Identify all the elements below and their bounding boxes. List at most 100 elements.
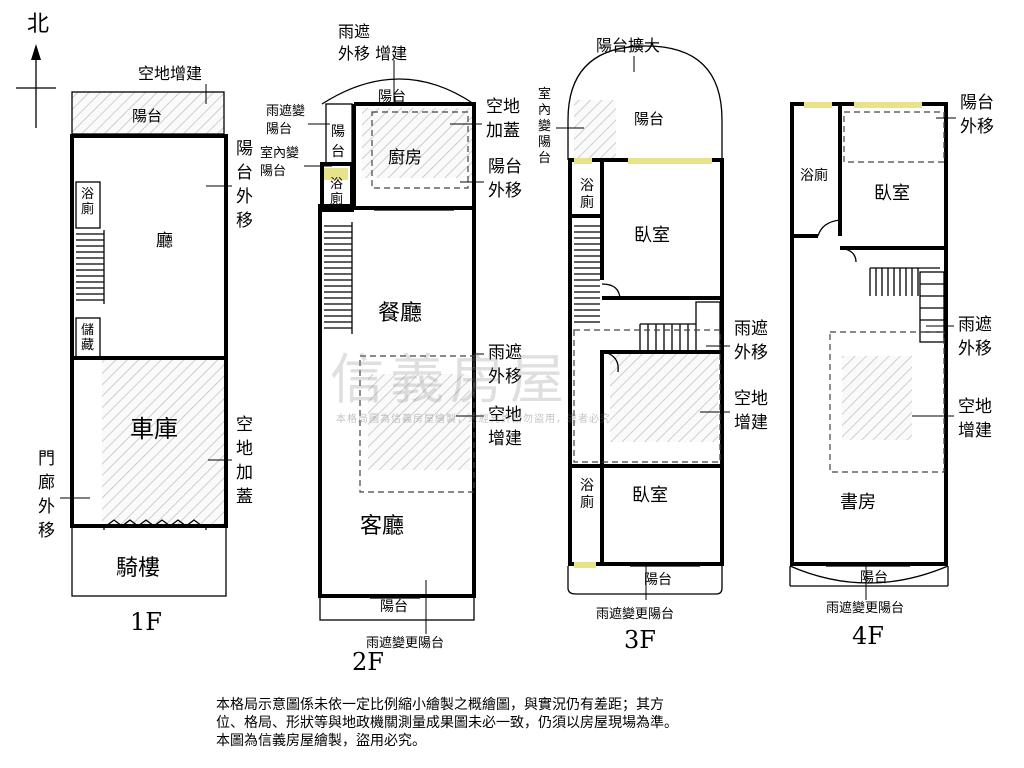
- room-bath-2f: 浴廁: [330, 177, 343, 207]
- room-bath-4f: 浴廁: [800, 167, 828, 184]
- ann-rain-out2-2f-line: 雨遮: [488, 343, 522, 363]
- ann-indoor-balcony-3f-line: 台: [538, 151, 551, 166]
- room-balcony-side-2f: 陽台: [331, 124, 345, 160]
- ann-yard-build-4f-line: 空地: [958, 397, 992, 417]
- ann-yard-cover-1f-line: 地: [236, 439, 253, 459]
- ann-yard-build-2f: 空地增建: [488, 405, 522, 449]
- room-balcony-bottom-3f: 陽台: [644, 572, 672, 588]
- ann-porch-out-1f-line: 外: [38, 497, 55, 517]
- room-balcony-1f: 陽台: [132, 107, 162, 125]
- room-balcony-4f: 陽台: [860, 570, 888, 586]
- ann-yard-build-2f-line: 空地: [488, 405, 522, 425]
- room-storage-1f-line: 藏: [81, 338, 94, 353]
- ann-balcony-out-1f-line: 台: [236, 163, 253, 183]
- floor-label-4f: 4F: [852, 622, 884, 650]
- room-bath-2f-line: 廁: [330, 191, 343, 207]
- stairs-3f: [574, 225, 721, 353]
- room-storage-1f: 儲藏: [81, 323, 94, 353]
- room-balcony-top-2f: 陽台: [378, 89, 406, 105]
- ann-yard-build-3f: 空地增建: [734, 389, 768, 433]
- ann-yard-cover-2f-line: 加蓋: [486, 121, 520, 141]
- compass-label: 北: [27, 12, 49, 37]
- room-study-4f: 書房: [840, 492, 876, 513]
- ann-porch-out-1f-line: 移: [38, 521, 55, 541]
- ann-balcony-out-2f-line: 外移: [488, 181, 522, 201]
- room-living-1f: 廳: [156, 231, 173, 251]
- disclaimer-line-1: 本格局示意圖係未依一定比例縮小繪製之概繪圖，與實況仍有差距；其方: [216, 697, 664, 713]
- ann-yard-build-3f-line: 空地: [734, 389, 768, 409]
- room-dining-2f: 餐廳: [378, 301, 422, 326]
- room-balcony-side-2f-line: 台: [331, 144, 345, 160]
- room-bath2-3f: 浴廁: [580, 478, 594, 511]
- ann-indoor-balcony-2f-line: 室內變: [260, 145, 299, 161]
- room-bath1-3f-line: 浴: [580, 178, 594, 194]
- room-bath-2f-line: 浴: [330, 177, 343, 192]
- ann-indoor-balcony-3f-line: 室: [538, 86, 551, 102]
- room-bath-1f-line: 廁: [81, 201, 94, 217]
- room-bath2-3f-line: 浴: [580, 478, 594, 494]
- ann-yard-build-4f-line: 增建: [958, 421, 992, 441]
- room-bedroom2-3f: 臥室: [632, 485, 668, 506]
- ann-indoor-balcony-3f-line: 內: [538, 103, 551, 118]
- ann-rain-to-balcony-3f: 雨遮變更陽台: [596, 606, 674, 622]
- ann-balcony-out-4f-line: 陽台: [960, 93, 994, 113]
- ann-indoor-balcony-3f-line: 變: [538, 118, 551, 134]
- ann-balcony-out-1f-line: 移: [236, 211, 253, 231]
- ann-yard-build-4f: 空地增建: [958, 397, 992, 441]
- ann-indoor-balcony-3f-line: 陽: [538, 135, 551, 150]
- room-bath1-3f-line: 廁: [580, 194, 594, 211]
- ann-balcony-out-2f-line: 陽台: [488, 157, 522, 177]
- ann-yard-build-2f-line: 增建: [488, 429, 522, 449]
- ann-rain-out-2f-line: 外移 增建: [338, 44, 407, 63]
- room-bath-1f-line: 浴: [81, 187, 94, 202]
- ann-indoor-balcony-2f-line: 陽台: [260, 164, 286, 179]
- room-balcony-bottom-2f: 陽台: [380, 599, 408, 615]
- ann-rain-out-4f-line: 外移: [958, 339, 992, 359]
- ann-rain-balcony-2f-line: 陽台: [266, 122, 292, 137]
- room-storage-1f-line: 儲: [81, 323, 94, 338]
- ann-rain-balcony-2f-line: 雨遮變: [266, 103, 305, 119]
- stairs-2f: [324, 222, 353, 334]
- ann-rain-out-4f-line: 雨遮: [958, 315, 992, 335]
- ann-rain-out-2f-line: 雨遮: [338, 22, 370, 41]
- stairs-4f: [869, 267, 945, 343]
- disclaimer: 本格局示意圖係未依一定比例縮小繪製之概繪圖，與實況仍有差距；其方 位、格局、形狀…: [216, 696, 816, 750]
- room-balcony-top-3f: 陽台: [634, 110, 664, 128]
- ann-rain-out-3f-line: 雨遮: [734, 319, 768, 339]
- ann-porch-out-1f-line: 廊: [38, 473, 55, 493]
- room-bath2-3f-line: 廁: [580, 494, 594, 511]
- compass: 北: [16, 12, 56, 128]
- ann-balcony-expand-3f: 陽台擴大: [596, 36, 660, 55]
- ann-porch-out-1f-line: 門: [38, 449, 55, 469]
- room-kitchen-2f: 廚房: [388, 147, 422, 168]
- ann-balcony-out-1f-line: 外: [236, 187, 253, 207]
- room-bedroom-4f: 臥室: [874, 183, 910, 204]
- room-living-2f: 客廳: [360, 514, 404, 539]
- watermark-text: 本格局圖為信義房屋繪製，未經允許請勿盜用，違者必究: [336, 414, 611, 425]
- ann-balcony-out-1f-line: 陽: [236, 139, 253, 159]
- ann-yard-cover-1f-line: 加: [236, 463, 253, 483]
- ann-balcony-out-4f-line: 外移: [960, 117, 994, 137]
- floor-label-3f: 3F: [624, 626, 656, 654]
- room-garage-1f: 車庫: [130, 415, 178, 443]
- ann-yard-cover-2f-line: 空地: [486, 97, 520, 117]
- room-arcade-1f: 騎樓: [116, 556, 160, 581]
- ann-rain-out2-2f-line: 外移: [488, 367, 522, 387]
- stairs-1f: [76, 230, 105, 304]
